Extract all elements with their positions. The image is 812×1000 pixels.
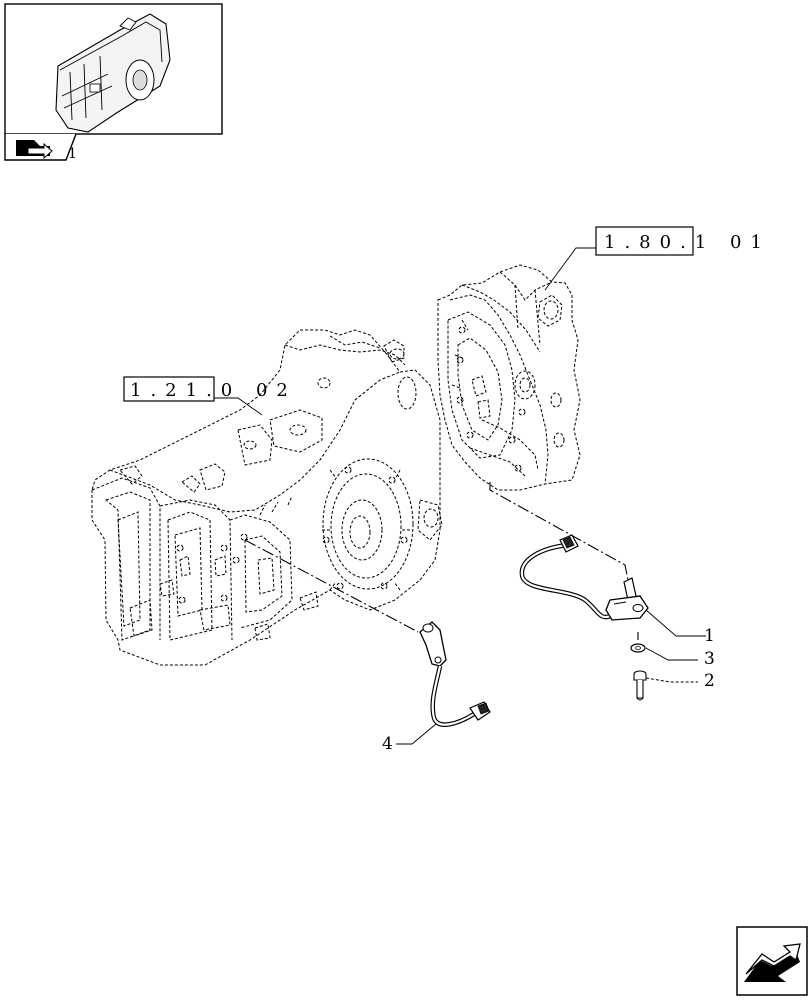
assembly-line-right: [489, 482, 629, 581]
part-4-speed-sensor[interactable]: [419, 621, 491, 727]
part-1-speed-sensor[interactable]: [519, 534, 649, 621]
callout-3[interactable]: 3: [645, 647, 715, 669]
callout-3-label: 3: [704, 649, 715, 669]
next-page-arrow-icon[interactable]: [736, 926, 808, 996]
reference-1-80-1-01[interactable]: 1.80.1 01: [544, 226, 771, 291]
right-cover-housing: [437, 264, 581, 491]
callout-2-label: 2: [704, 671, 715, 691]
part-3-washer[interactable]: [630, 643, 646, 653]
assembly-line-left: [244, 539, 419, 633]
reference-label-2: 1.21.0 02: [130, 380, 297, 401]
callout-4[interactable]: 4: [382, 723, 437, 754]
thumbnail-tab-label: 1: [68, 146, 77, 162]
thumbnail-panel: 1: [4, 3, 223, 162]
callout-1[interactable]: 1: [645, 609, 715, 646]
callout-1-label: 1: [704, 626, 715, 646]
callout-2[interactable]: 2: [645, 671, 715, 691]
left-transmission-housing: [91, 329, 443, 666]
part-2-bolt[interactable]: [633, 670, 647, 701]
reference-label-1: 1.80.1 01: [604, 232, 771, 253]
callout-4-label: 4: [382, 734, 393, 754]
thumbnail-housing-image: [55, 13, 171, 133]
folder-arrow-icon: [16, 140, 53, 160]
reference-1-21-0-02[interactable]: 1.21.0 02: [123, 376, 297, 416]
